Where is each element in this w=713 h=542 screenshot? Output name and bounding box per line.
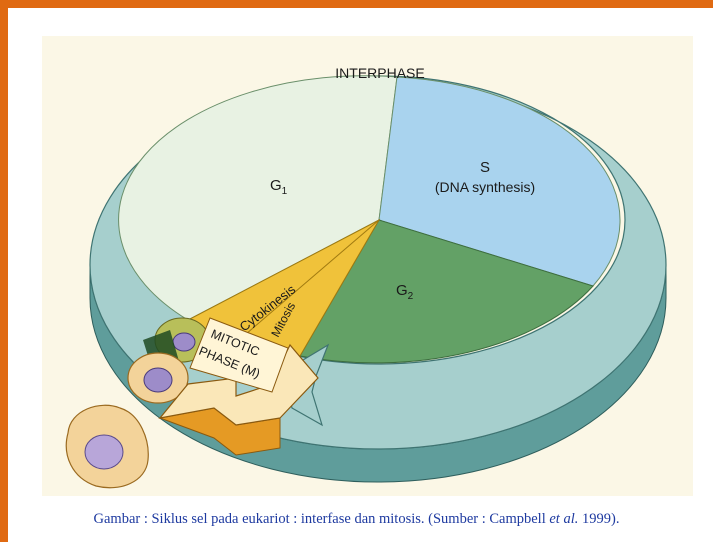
caption-italic: et al. <box>549 511 578 527</box>
cell-lower-nucleus <box>85 435 123 469</box>
cell-upper-nucleus <box>173 333 195 351</box>
caption-prefix: Gambar : Siklus sel pada eukariot : inte… <box>94 511 550 527</box>
interphase-label: INTERPHASE <box>335 65 424 81</box>
figure-caption: Gambar : Siklus sel pada eukariot : inte… <box>0 511 713 528</box>
s-label: S <box>480 159 490 176</box>
cell-middle-nucleus <box>144 368 172 392</box>
s-sub-label: (DNA synthesis) <box>435 179 535 195</box>
caption-suffix: 1999). <box>578 511 619 527</box>
